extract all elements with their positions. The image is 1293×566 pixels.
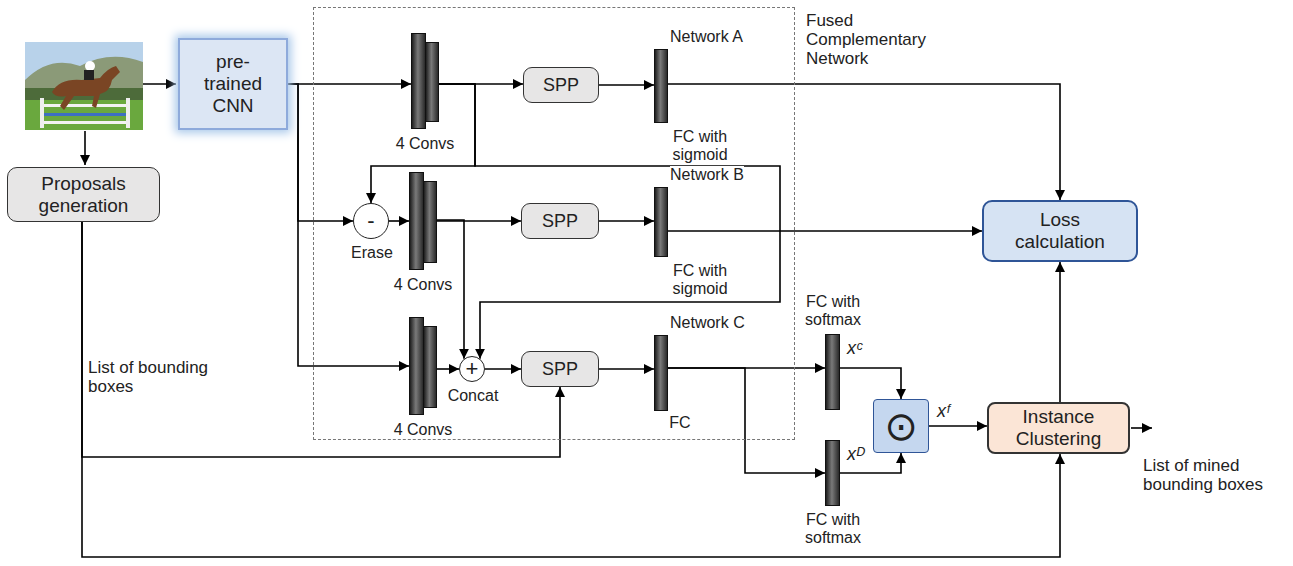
network-label: Network B <box>670 166 744 184</box>
cluster-box: Instance Clustering <box>987 402 1130 454</box>
connector-arrow <box>668 230 982 232</box>
connector-arrow <box>82 222 1060 557</box>
conv-bar <box>423 181 437 263</box>
photo-fence <box>40 104 130 107</box>
product-op: ⊙ <box>873 399 929 453</box>
connector-arrow <box>288 83 411 85</box>
node-text: Proposals generation <box>19 173 149 217</box>
node-text: ⊙ <box>884 403 918 449</box>
photo-sky <box>25 42 143 130</box>
node-caption: Erase <box>342 244 402 262</box>
fc-layer: FC with sigmoid <box>654 187 668 257</box>
cnn-box: pre-trained CNN <box>178 38 288 130</box>
photo-post <box>40 98 44 128</box>
conv-bar <box>425 42 439 123</box>
output-label: List of mined bounding boxes <box>1143 456 1283 494</box>
network-label: Network A <box>670 28 743 46</box>
node-caption: 4 Convs <box>387 421 459 439</box>
fc-layer: FC <box>654 335 668 411</box>
network-label: Network C <box>670 314 745 332</box>
node-caption: Fused Complementary Network <box>806 11 951 68</box>
edge-label: List of bounding boxes <box>88 358 228 396</box>
connector-arrow <box>599 220 654 222</box>
input-arrow <box>143 83 176 85</box>
node-text: SPP <box>542 211 578 232</box>
connector-arrow <box>82 222 560 457</box>
conv-block: 4 Convs <box>409 317 437 415</box>
conv-bar <box>411 33 426 129</box>
fc-layer: FC with softmax <box>825 334 840 410</box>
photo-post <box>126 98 130 128</box>
connector-arrow <box>599 84 654 86</box>
erase-op: -Erase <box>353 203 389 239</box>
input-photo <box>25 42 143 130</box>
conv-block: 4 Convs <box>409 172 437 270</box>
edge-label: xᶠ <box>937 401 967 421</box>
connector-arrow <box>1059 262 1061 402</box>
node-caption: FC with softmax <box>788 511 878 547</box>
photo-rider <box>85 61 95 71</box>
node-text: - <box>367 208 374 233</box>
node-caption: FC <box>660 414 700 432</box>
connector-arrow <box>929 425 987 427</box>
connector-arrow <box>668 368 825 473</box>
group-box: Fused Complementary Network4 ConvsSPPFC … <box>313 7 795 440</box>
conv-bar <box>409 317 424 415</box>
connector-arrow <box>437 368 459 370</box>
node-caption: FC with sigmoid <box>650 262 750 298</box>
conv-block: 4 Convs <box>411 33 439 129</box>
spp-box: SPP <box>521 351 599 387</box>
input-arrow <box>84 131 86 165</box>
photo-rider <box>84 70 94 80</box>
node-caption: FC with sigmoid <box>650 128 750 164</box>
variable-label: xᶜ <box>847 338 862 358</box>
conv-bar <box>409 172 424 270</box>
photo-fence <box>40 113 130 116</box>
connector-arrow <box>389 220 409 222</box>
node-caption: 4 Convs <box>389 135 461 153</box>
fc-layer: FC with sigmoid <box>654 49 668 123</box>
node-caption: FC with softmax <box>788 293 878 329</box>
connector-arrow <box>599 368 654 370</box>
loss-box: Loss calculation <box>982 200 1138 262</box>
node-text: SPP <box>542 359 578 380</box>
variable-label: xᴰ <box>847 444 865 464</box>
spp-box: SPP <box>521 203 599 239</box>
node-caption: 4 Convs <box>387 276 459 294</box>
connector-arrow <box>485 368 521 370</box>
node-text: Instance Clustering <box>996 406 1121 450</box>
node-text: pre-trained CNN <box>193 51 273 117</box>
conv-bar <box>423 326 437 408</box>
connector-arrow <box>288 84 409 366</box>
node-text: SPP <box>543 75 579 96</box>
photo-horse <box>52 66 120 110</box>
spp-box: SPP <box>523 67 599 103</box>
node-caption: Concat <box>443 387 503 405</box>
output-arrow <box>1131 427 1152 429</box>
node-text: + <box>466 356 479 381</box>
concat-op: +Concat <box>459 356 485 382</box>
process-box: Proposals generation <box>7 167 160 222</box>
node-text: Loss calculation <box>1000 209 1120 253</box>
fc-layer: FC with softmax <box>825 440 840 506</box>
connector-arrow <box>840 368 901 399</box>
photo-fence <box>40 121 130 124</box>
